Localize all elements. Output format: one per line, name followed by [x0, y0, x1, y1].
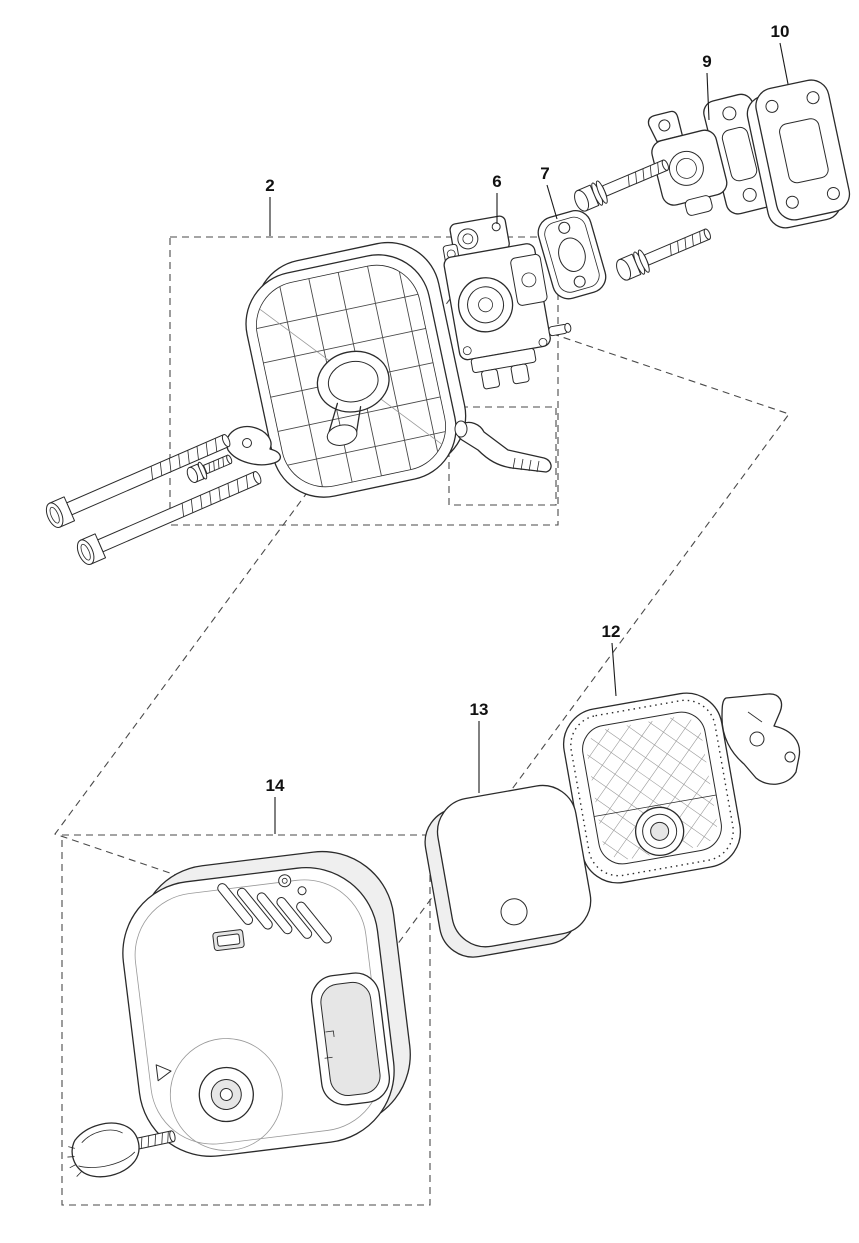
leader-line-12 — [611, 642, 617, 697]
part-label-6: 6 — [492, 172, 501, 191]
part-label-13: 13 — [470, 700, 489, 719]
part-label-2: 2 — [265, 176, 274, 195]
choke-lever — [454, 420, 552, 473]
manifold-gasket — [746, 79, 851, 229]
manifold-bolt-2 — [612, 221, 715, 284]
air-filter-cover — [122, 850, 411, 1157]
vent-slots — [217, 883, 332, 944]
base-screw — [186, 454, 233, 484]
leader-line-7 — [546, 184, 558, 220]
air-filter-element — [424, 784, 592, 958]
group-14-boundary — [61, 834, 431, 1206]
leader-line-10 — [779, 42, 789, 85]
carburetor-gasket — [537, 210, 607, 300]
part-label-14: 14 — [266, 776, 285, 795]
carburetor — [442, 215, 572, 390]
mounting-bracket — [721, 693, 801, 785]
air-filter-base — [245, 241, 467, 498]
group-2-boundary — [169, 236, 559, 526]
leader-line-9 — [706, 72, 710, 121]
part-label-9: 9 — [702, 52, 711, 71]
manifold-bolt-1 — [570, 152, 673, 215]
air-filter-holder — [562, 692, 742, 884]
part-label-7: 7 — [540, 164, 549, 183]
part-label-12: 12 — [602, 622, 621, 641]
part-label-10: 10 — [771, 22, 790, 41]
retainer-plate — [226, 425, 281, 466]
cover-knob — [67, 1122, 176, 1178]
choke-lever-boundary — [448, 406, 557, 506]
